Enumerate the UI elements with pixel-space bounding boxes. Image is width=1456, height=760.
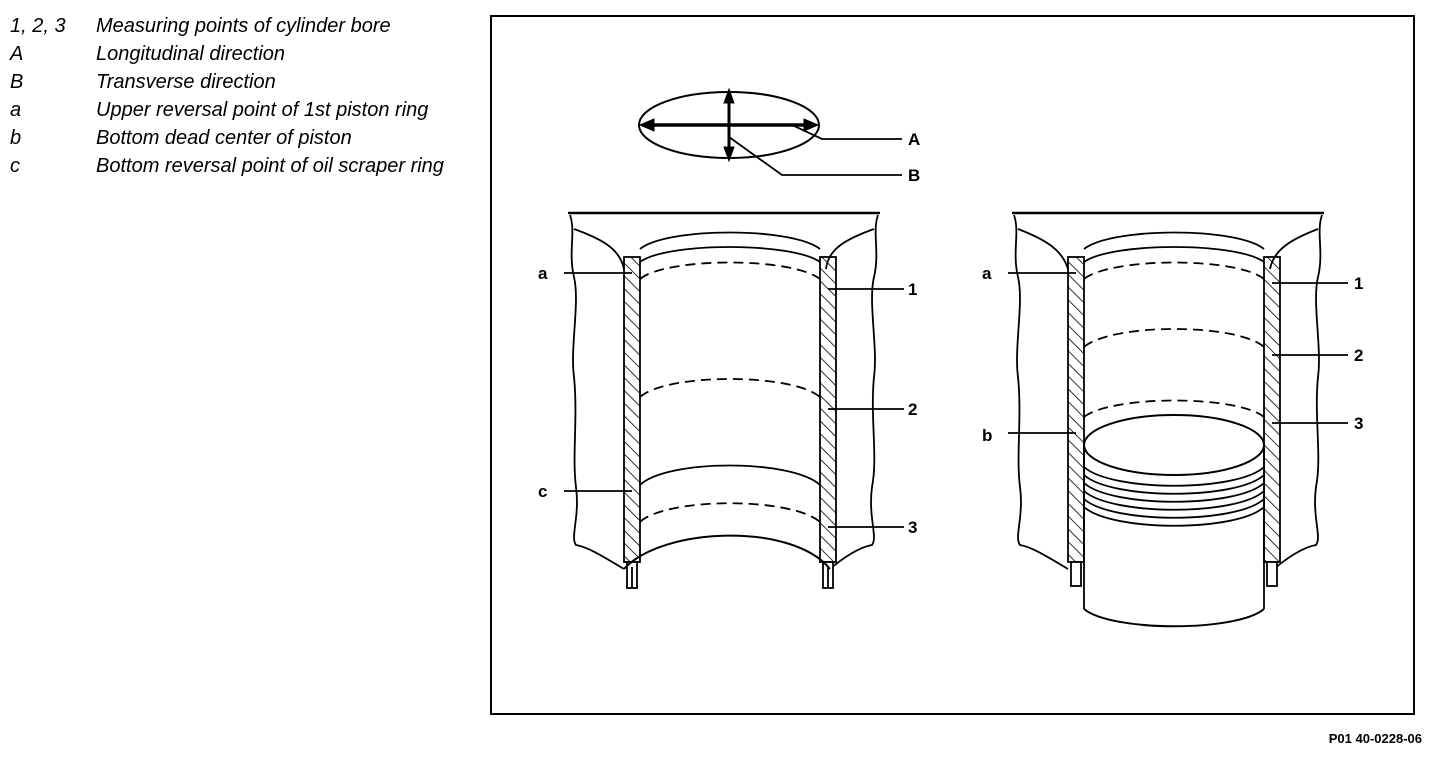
legend-text: Upper reversal point of 1st piston ring	[96, 99, 429, 121]
legend-item: a Upper reversal point of 1st piston rin…	[10, 96, 470, 124]
legend-item: b Bottom dead center of piston	[10, 124, 470, 152]
label-left-2: 2	[908, 400, 917, 419]
legend-text: Measuring points of cylinder bore	[96, 15, 391, 37]
legend-text: Longitudinal direction	[96, 43, 286, 65]
right-cylinder	[1008, 211, 1348, 628]
left-cylinder	[564, 211, 904, 589]
legend-text: Bottom reversal point of oil scraper rin…	[96, 155, 444, 177]
label-left-c: c	[538, 482, 547, 501]
legend-text: Bottom dead center of piston	[96, 127, 352, 149]
label-left-a: a	[538, 264, 548, 283]
legend-key: b	[10, 127, 22, 149]
label-right-2: 2	[1354, 346, 1363, 365]
legend-item: 1, 2, 3 Measuring points of cylinder bor…	[10, 12, 470, 40]
legend: 1, 2, 3 Measuring points of cylinder bor…	[10, 12, 470, 180]
cylinder-bore-diagram: A B	[538, 87, 1363, 628]
label-left-1: 1	[908, 280, 917, 299]
label-right-1: 1	[1354, 274, 1363, 293]
legend-key: B	[10, 71, 24, 93]
figure-id: P01 40-0228-06	[1328, 731, 1422, 746]
legend-item: c Bottom reversal point of oil scraper r…	[10, 152, 470, 180]
label-right-3: 3	[1354, 414, 1363, 433]
legend-item: A Longitudinal direction	[10, 40, 470, 68]
label-left-3: 3	[908, 518, 917, 537]
label-A: A	[908, 130, 920, 149]
direction-ellipse	[638, 87, 902, 176]
legend-text: Transverse direction	[96, 71, 276, 93]
legend-key: a	[10, 99, 22, 121]
label-right-b: b	[982, 426, 992, 445]
legend-key: 1, 2, 3	[10, 15, 66, 37]
diagram-frame: A B	[490, 15, 1415, 715]
legend-key: c	[10, 155, 20, 177]
label-right-a: a	[982, 264, 992, 283]
legend-item: B Transverse direction	[10, 68, 470, 96]
legend-key: A	[10, 43, 24, 65]
label-B: B	[908, 166, 920, 185]
